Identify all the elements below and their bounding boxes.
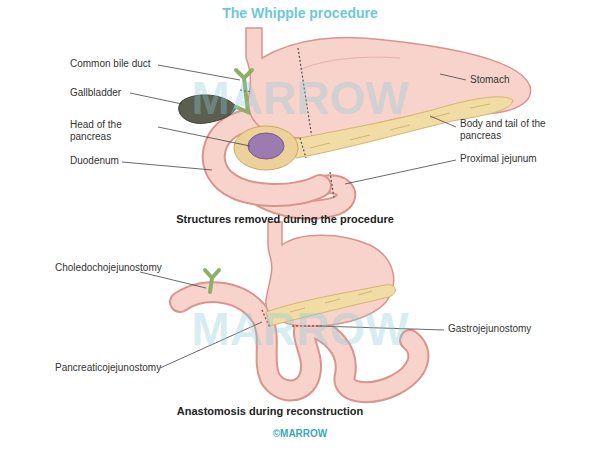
watermark: MARROW: [191, 303, 408, 356]
stomach-fold: [300, 57, 400, 70]
part-label: Choledochojejunostomy: [55, 262, 162, 274]
bile-duct: [205, 270, 219, 292]
part-label: Stomach: [470, 74, 509, 86]
part-label: Body and tail of the pancreas: [460, 118, 556, 141]
section-caption: Anastomosis during reconstruction: [177, 405, 363, 418]
cut-line: [300, 138, 306, 158]
pancreas-head: [234, 126, 298, 170]
tumour: [248, 133, 284, 159]
section-caption: Structures removed during the procedure: [176, 213, 394, 226]
part-label: Pancreaticojejunostomy: [55, 362, 161, 374]
leader-lines: [122, 65, 466, 184]
watermark: MARROW: [191, 72, 408, 125]
jejunum-outline: [180, 292, 418, 392]
cut-line: [330, 172, 334, 198]
part-label: Head of the pancreas: [70, 119, 156, 142]
part-label: Duodenum: [70, 155, 119, 167]
title: The Whipple procedure: [222, 5, 378, 21]
bottom-anatomy: [180, 222, 418, 392]
jejunum: [180, 292, 418, 392]
part-label: Proximal jejunum: [460, 153, 537, 165]
part-label: Common bile duct: [70, 58, 151, 70]
part-label: Gallbladder: [70, 87, 121, 99]
copyright: ©MARROW: [273, 428, 328, 440]
leader-lines: [140, 272, 444, 368]
part-label: Gastrojejunostomy: [448, 323, 531, 335]
